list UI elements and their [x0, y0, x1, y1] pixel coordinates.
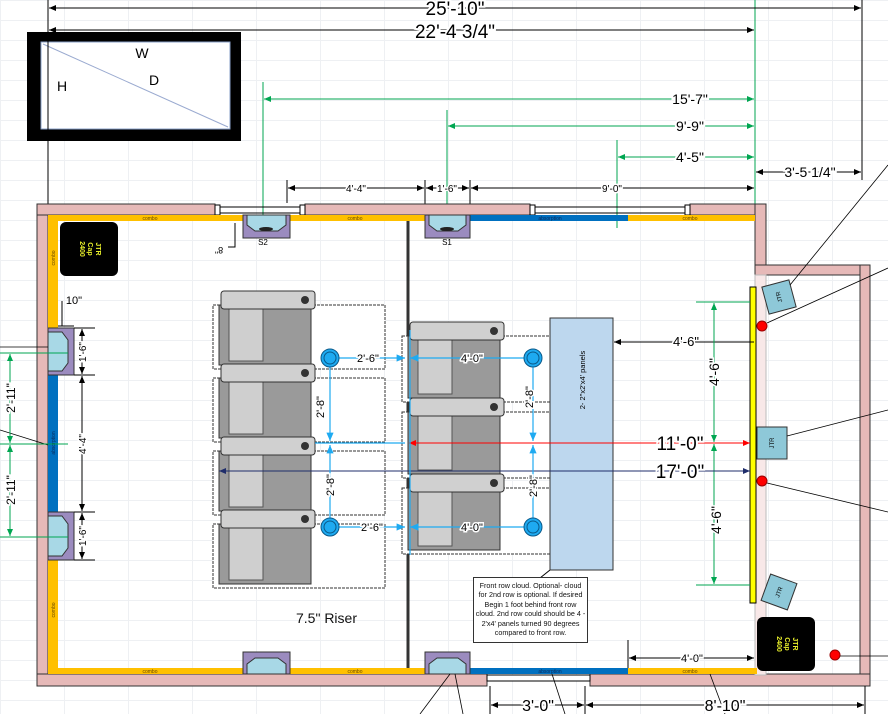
speaker-s2: [242, 214, 291, 239]
center-label: JTR: [770, 437, 776, 449]
recliner-seat: [401, 321, 570, 403]
combo-label: combo: [51, 602, 57, 617]
recliner-seat: [212, 436, 386, 516]
dim-s2-depth: 8": [215, 245, 223, 255]
front-speakers: JTR JTR JTR: [756, 279, 798, 611]
side-speaker-upper: [47, 327, 75, 376]
dimension-lines: [0, 5, 866, 714]
recliner-seat: [401, 473, 570, 555]
cloud-note: Front row cloud. Optional- cloud for 2nd…: [473, 577, 588, 643]
diagonal-label: D: [149, 72, 159, 88]
dim-door-right: 8'-10": [705, 698, 746, 714]
dim-front-mic-upper: 2'-8": [524, 386, 536, 408]
combo-label: combo: [682, 216, 697, 222]
dim-back-mic-lower: 2'-8": [325, 474, 337, 496]
combo-label: combo: [51, 250, 57, 265]
dim-side-depth: 10": [66, 295, 82, 307]
dim-cloud-front: 4'-5": [676, 149, 704, 165]
dim-back-row-screen: 17'-0": [656, 462, 704, 483]
absorption-label: absorption: [538, 669, 562, 675]
side-speaker-lower: [47, 511, 75, 561]
dim-s2: 15'-7": [672, 91, 708, 107]
reference-lines: [0, 164, 888, 714]
dim-room-width: 22'-4 3/4": [415, 22, 495, 43]
dim-side-half-lower: 2'-11": [4, 475, 18, 505]
cloud-label: 2- 2"x2'x4' panels: [578, 351, 587, 410]
dim-door: 3'-0": [522, 698, 554, 714]
dim-side-lower: 1'-6": [78, 526, 89, 546]
dim-s1-width: 1'-6": [437, 184, 457, 195]
dim-rows-bottom: 2'-6": [361, 522, 383, 534]
combo-label: combo: [142, 669, 157, 675]
combo-label: combo: [347, 669, 362, 675]
dim-front-mic-lower: 2'-8": [528, 475, 540, 497]
dimension-labels: 25'-10" 22'-4 3/4" 15'-7" 9'-9" 4'-5" 3'…: [3, 0, 838, 714]
front-left-label: JTR: [775, 290, 784, 303]
riser-label: 7.5" Riser: [296, 610, 357, 626]
combo-label: combo: [347, 216, 362, 222]
dim-front-row-bottom: 4'-0": [461, 522, 483, 534]
recliner-seat: [212, 290, 386, 370]
dim-sub-offset: 4'-0": [681, 653, 703, 665]
dim-s1: 9'-9": [676, 118, 704, 134]
extension-lines: [47, 0, 863, 215]
dim-front-row-screen: 11'-0": [657, 434, 704, 455]
height-label: H: [57, 78, 67, 94]
red-markers: [756, 320, 841, 661]
dim-s2-s1: 4'-4": [346, 184, 366, 195]
dim-screen-upper: 4'-6": [706, 358, 722, 386]
absorption-label: absorption: [51, 431, 57, 455]
surround-speakers: S2 S1: [47, 214, 471, 675]
dim-side-spacing: 4'-4": [78, 434, 89, 454]
dim-rows-top: 2'-6": [357, 353, 379, 365]
marker-dot: [829, 649, 841, 661]
rear-speaker-left: [242, 651, 291, 675]
dim-side-half-upper: 2'-11": [4, 383, 18, 413]
s1-label: S1: [442, 238, 452, 247]
dim-screen-lower: 4'-6": [708, 506, 724, 534]
combo-label: combo: [682, 669, 697, 675]
s2-label: S2: [258, 238, 268, 247]
listening-position-dims: [315, 330, 537, 555]
subwoofer-right: JTR Cap 2400: [757, 617, 815, 671]
recliner-seat: [401, 397, 570, 479]
subwoofer-label: JTR Cap 2400: [774, 636, 798, 652]
absorption-label: absorption: [538, 216, 562, 222]
combo-label: combo: [142, 216, 157, 222]
dim-s1-front: 9'-0": [602, 184, 622, 195]
green-extension-lines: [262, 0, 756, 232]
dim-side-upper: 1'-6": [78, 342, 89, 362]
projection-screen: [749, 286, 757, 604]
openings: [214, 204, 691, 682]
marker-dot: [756, 475, 768, 487]
subwoofer-left: JTR Cap 2400: [60, 222, 118, 276]
screen-size-diagram: W H D: [27, 32, 241, 141]
mic-positions: [320, 348, 543, 537]
dim-front-row-top: 4'-0": [461, 353, 483, 365]
width-label: W: [135, 45, 149, 61]
dim-cloud-screen: 4'-6": [673, 334, 699, 349]
subwoofer-label: JTR Cap 2400: [77, 241, 101, 257]
marker-dot: [756, 320, 768, 332]
note-leader: [539, 569, 551, 579]
rear-speaker-right: [424, 651, 471, 675]
dim-overall-width: 25'-10": [426, 0, 485, 20]
recliner-seat: [212, 509, 386, 589]
front-right-label: JTR: [775, 586, 785, 599]
dim-back-mic-upper: 2'-8": [315, 396, 327, 418]
seating: [212, 290, 570, 589]
recliner-seat: [212, 363, 386, 443]
speaker-s1: [424, 214, 471, 239]
dim-alcove: 3'-5 1/4": [784, 164, 835, 180]
